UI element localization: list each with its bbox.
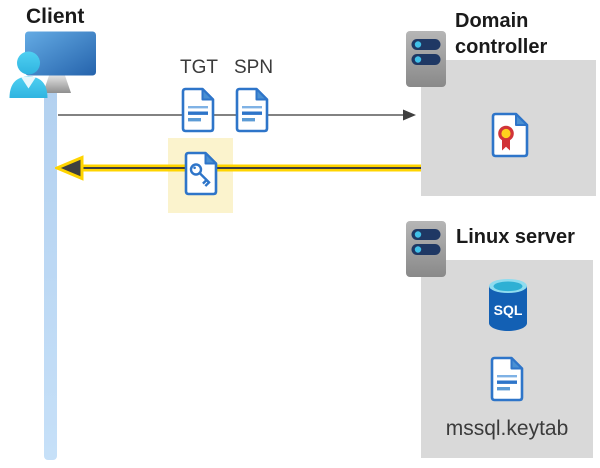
sql-badge-text: SQL (494, 302, 523, 318)
arrowhead-right-icon (403, 109, 416, 121)
keytab-document-icon (490, 356, 524, 402)
spn-label: SPN (234, 57, 274, 78)
client-icon (9, 31, 96, 98)
sql-database-icon: SQL (489, 279, 527, 331)
request-arrow (58, 109, 416, 121)
client-label: Client (26, 5, 85, 28)
response-arrow (55, 155, 421, 181)
tgt-label: TGT (180, 57, 218, 78)
person-icon (9, 51, 48, 98)
domain-controller-label: Domain controller (455, 10, 548, 58)
server-icon (406, 31, 446, 87)
key-document-icon (184, 151, 218, 196)
seal-ribbon-icon (498, 125, 514, 151)
spn-document-icon (235, 87, 269, 133)
tgt-document-icon (181, 87, 215, 133)
arrowhead-left-icon (55, 155, 84, 181)
monitor-icon (25, 31, 96, 93)
certificate-icon (491, 112, 529, 158)
keytab-filename-label: mssql.keytab (445, 417, 569, 440)
client-timeline-bar (44, 93, 57, 460)
server-icon (406, 221, 446, 277)
linux-server-label: Linux server (456, 226, 575, 248)
key-glyph-icon (189, 163, 211, 187)
